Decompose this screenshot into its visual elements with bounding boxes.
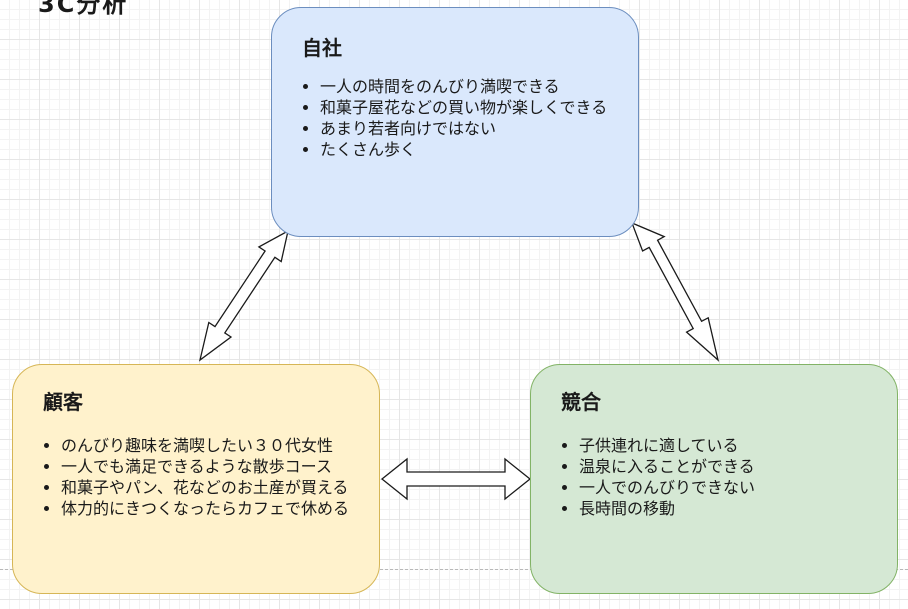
box-title-kyogo: 競合 [561, 390, 601, 414]
list-item: 温泉に入ることができる [579, 456, 884, 477]
box-title-kokyaku: 顧客 [43, 390, 83, 414]
box-jisha[interactable]: 自社 一人の時間をのんびり満喫できる 和菓子屋花などの買い物が楽しくできる あま… [271, 7, 639, 237]
list-item: 長時間の移動 [579, 498, 884, 519]
box-kokyaku[interactable]: 顧客 のんびり趣味を満喫したい３０代女性 一人でも満足できるような散歩コース 和… [12, 364, 380, 594]
box-kyogo[interactable]: 競合 子供連れに適している 温泉に入ることができる 一人でのんびりできない 長時… [530, 364, 898, 594]
list-item: 一人の時間をのんびり満喫できる [320, 76, 625, 97]
arrow-jisha-kokyaku[interactable] [198, 229, 289, 362]
list-item: 体力的にきつくなったらカフェで休める [61, 498, 366, 519]
list-item: たくさん歩く [320, 139, 625, 160]
item-list-jisha: 一人の時間をのんびり満喫できる 和菓子屋花などの買い物が楽しくできる あまり若者… [320, 76, 625, 160]
list-item: 和菓子やパン、花などのお土産が買える [61, 477, 366, 498]
item-list-kokyaku: のんびり趣味を満喫したい３０代女性 一人でも満足できるような散歩コース 和菓子や… [61, 435, 366, 519]
box-title-jisha: 自社 [302, 36, 342, 60]
list-item: あまり若者向けではない [320, 118, 625, 139]
page-break-line [0, 569, 908, 570]
list-item: 子供連れに適している [579, 435, 884, 456]
item-list-kyogo: 子供連れに適している 温泉に入ることができる 一人でのんびりできない 長時間の移… [579, 435, 884, 519]
arrow-kokyaku-kyogo[interactable] [380, 457, 532, 501]
list-item: 一人でも満足できるような散歩コース [61, 456, 366, 477]
list-item: のんびり趣味を満喫したい３０代女性 [61, 435, 366, 456]
list-item: 和菓子屋花などの買い物が楽しくできる [320, 97, 625, 118]
page-title: 3C分析 [38, 0, 129, 18]
arrow-jisha-kyogo[interactable] [630, 221, 720, 362]
list-item: 一人でのんびりできない [579, 477, 884, 498]
